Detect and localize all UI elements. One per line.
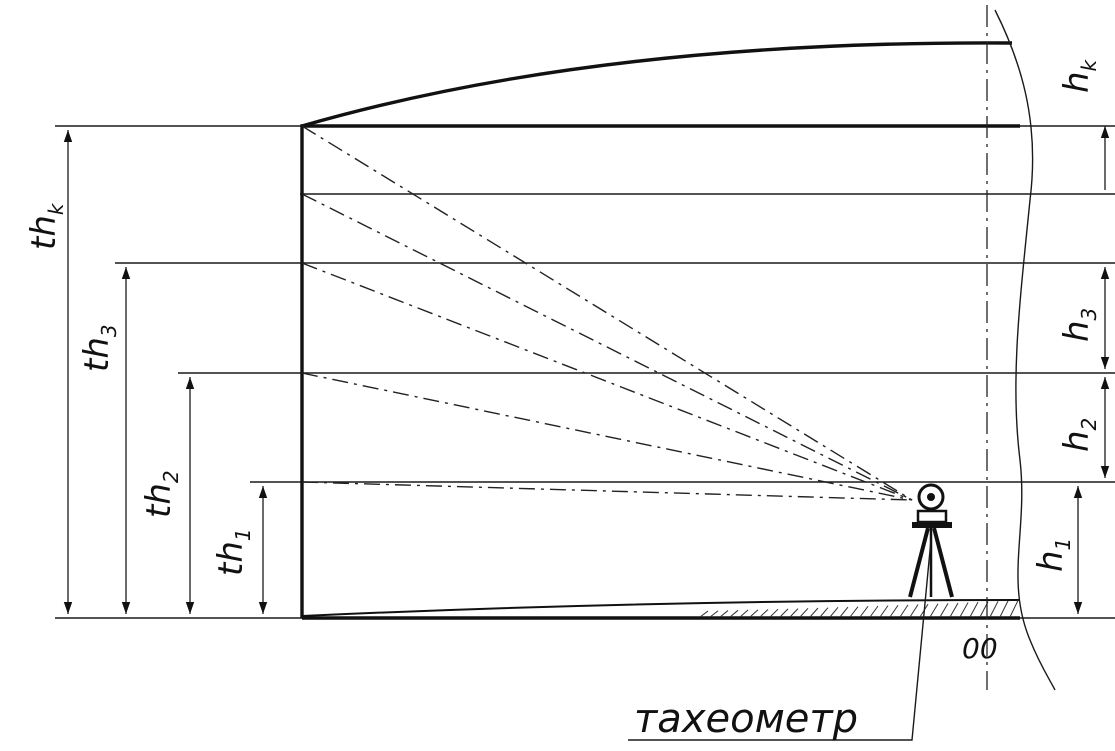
axis-label: 00 — [962, 632, 998, 665]
label-th2: th2 — [139, 470, 183, 518]
ground-slope — [301, 599, 1021, 617]
ground-hatch — [699, 600, 1019, 618]
label-h3: h3 — [1057, 308, 1101, 342]
instrument-label: тахеометр — [634, 696, 858, 742]
building-wall — [300, 124, 1020, 618]
instrument-leader — [628, 539, 932, 741]
label-h1: h1 — [1031, 538, 1075, 572]
label-thk: thk — [24, 202, 68, 250]
roof-curve — [301, 41, 1013, 128]
label-th3: th3 — [77, 324, 121, 372]
break-line — [994, 9, 1056, 691]
tachymeter-icon — [908, 483, 954, 598]
label-th1: th1 — [211, 528, 255, 576]
label-h2: h2 — [1057, 418, 1101, 452]
sight-rays — [301, 125, 913, 501]
label-hk: hk — [1057, 58, 1101, 93]
